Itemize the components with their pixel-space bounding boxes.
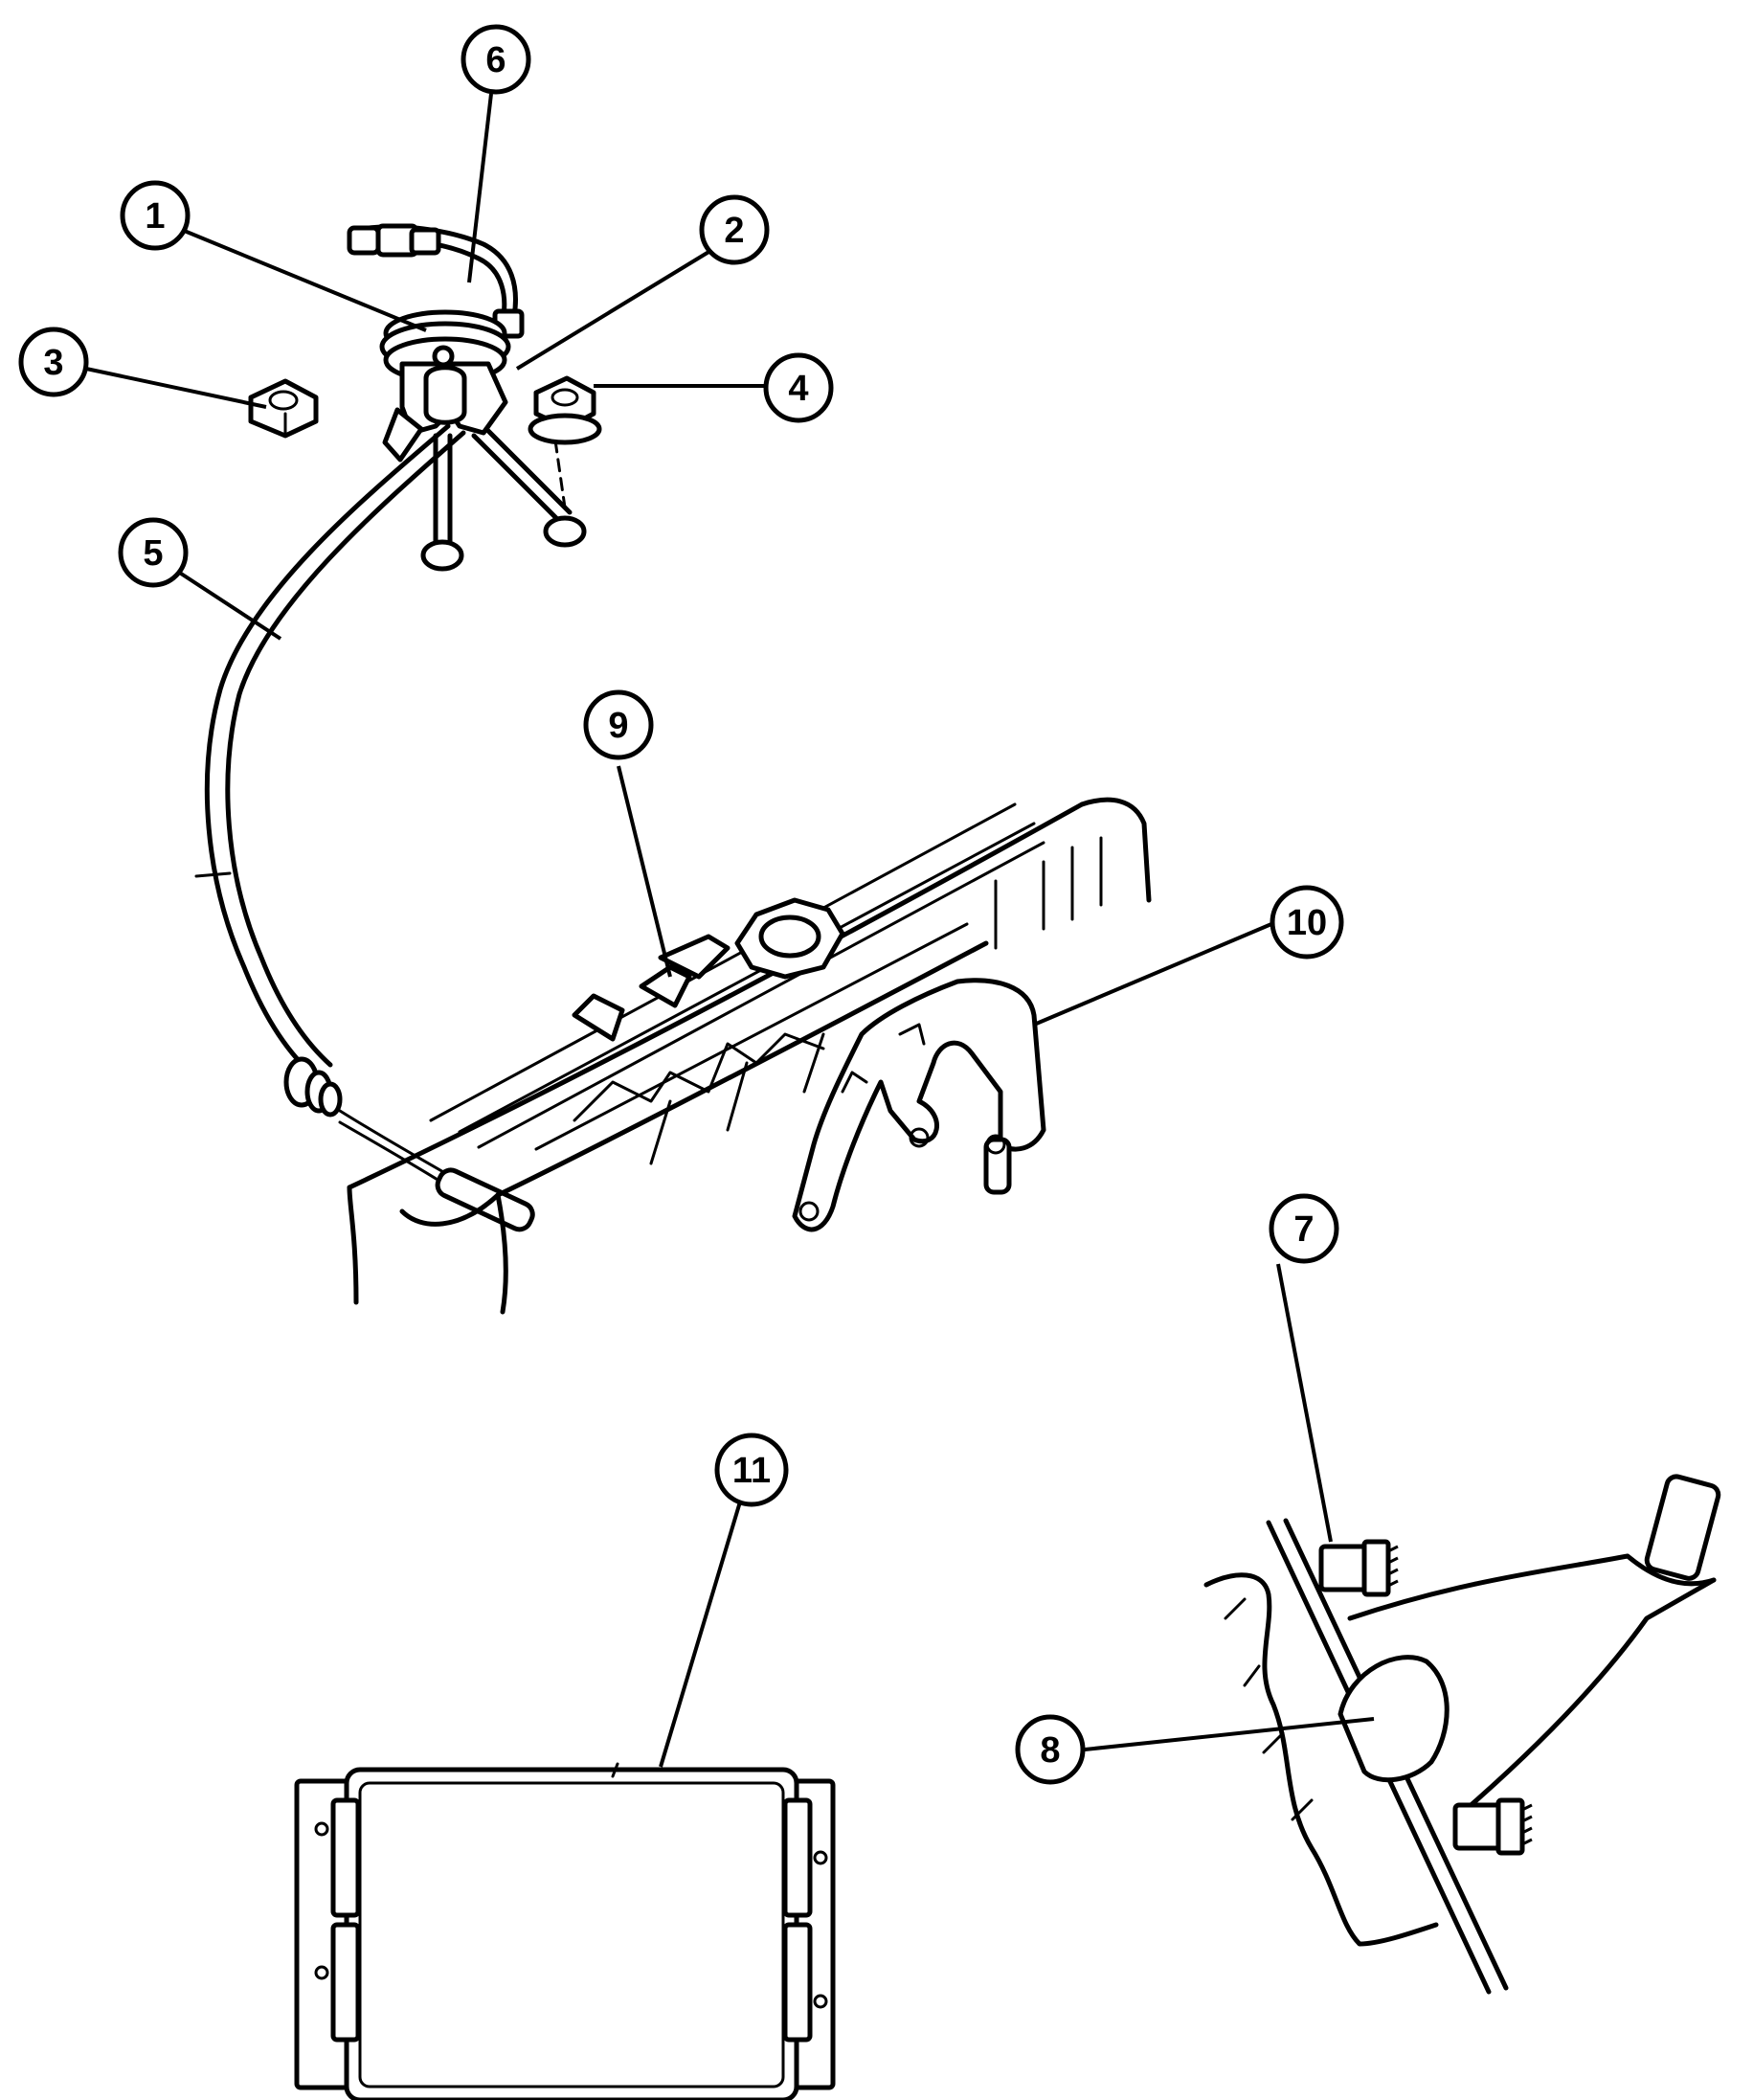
leader-2 (515, 249, 712, 371)
leader-10 (1033, 922, 1272, 1027)
hex-nut-3 (248, 378, 319, 439)
engine-cover (347, 797, 1152, 1315)
callout-7: 7 (1269, 1193, 1339, 1264)
callout-label: 3 (43, 343, 63, 383)
callout-4: 4 (763, 352, 834, 423)
callout-label: 11 (732, 1451, 771, 1491)
callout-6: 6 (461, 24, 531, 95)
callout-9: 9 (583, 689, 654, 760)
callout-label: 8 (1040, 1730, 1060, 1771)
module-bracket (294, 1762, 836, 2100)
leader-8 (1084, 1717, 1375, 1751)
callout-1: 1 (120, 180, 191, 251)
leader-7 (1276, 1263, 1333, 1543)
callout-2: 2 (699, 194, 770, 265)
callout-label: 6 (485, 40, 506, 80)
cable-mount-detail (1203, 1474, 1721, 1995)
leader-9 (617, 765, 672, 978)
callout-label: 9 (608, 706, 628, 746)
callout-3: 3 (18, 327, 89, 397)
leader-6 (467, 93, 493, 283)
callout-label: 5 (143, 533, 163, 574)
callout-label: 7 (1293, 1209, 1314, 1250)
callout-label: 4 (788, 369, 808, 409)
callout-8: 8 (1015, 1714, 1086, 1785)
leader-3 (85, 367, 267, 409)
leader-lines (85, 93, 1375, 1768)
leader-11 (659, 1469, 752, 1768)
callout-label: 1 (145, 196, 165, 237)
callout-11: 11 (714, 1433, 789, 1507)
callout-label: 10 (1287, 903, 1327, 943)
callout-label: 2 (724, 211, 744, 251)
servo-assembly (194, 223, 587, 1232)
callout-10: 10 (1270, 885, 1344, 960)
callout-5: 5 (118, 517, 189, 588)
leader-5 (173, 568, 282, 641)
flange-nut-4 (528, 375, 602, 445)
leader-1 (181, 228, 427, 332)
